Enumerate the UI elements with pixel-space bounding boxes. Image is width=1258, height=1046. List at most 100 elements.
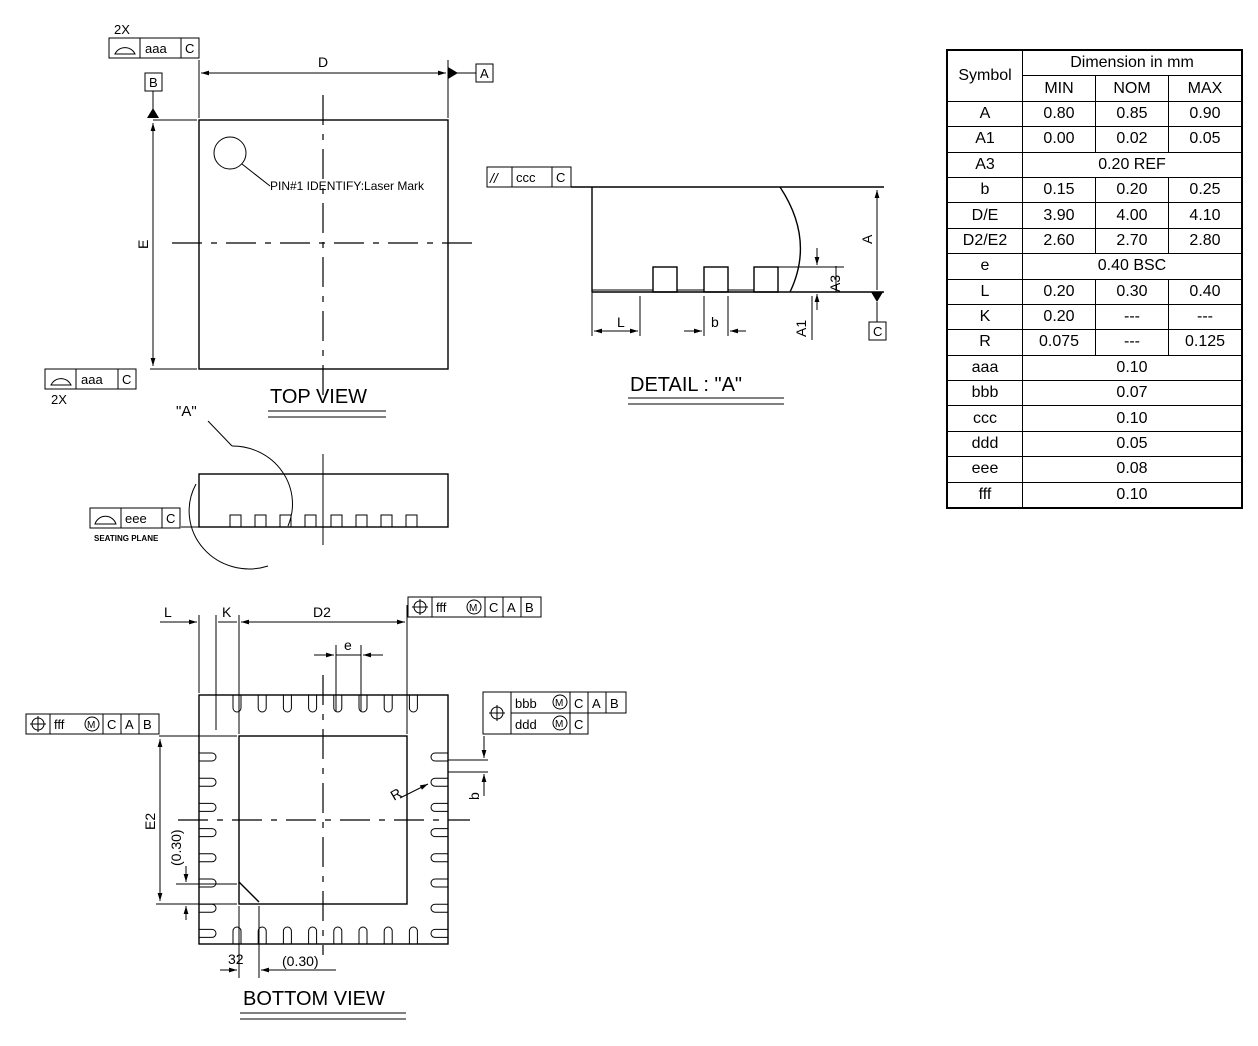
table-value-cell: 0.20 — [1022, 278, 1096, 305]
terminal-pad — [232, 695, 242, 713]
table-symbol-cell: ddd — [946, 430, 1023, 458]
side-view: "A" eee C SEATING PLANE — [89, 403, 449, 570]
svg-text://: // — [489, 170, 500, 186]
table-symbol-header: Symbol — [946, 49, 1023, 102]
table-symbol-cell: e — [946, 253, 1023, 280]
table-value-cell: 2.60 — [1022, 227, 1096, 255]
terminal-pad — [199, 752, 217, 762]
svg-text:C: C — [107, 717, 116, 732]
terminal-pad — [430, 802, 448, 812]
svg-text:C: C — [574, 717, 583, 732]
table-value-cell: 0.07 — [1022, 380, 1243, 407]
terminal-pad — [282, 926, 292, 944]
terminal-pad — [408, 926, 418, 944]
svg-text:A: A — [507, 600, 516, 615]
table-col-nom: NOM — [1095, 75, 1169, 102]
table-value-cell: 0.30 — [1095, 278, 1169, 305]
table-value-cell: --- — [1095, 303, 1169, 331]
fcf-fff-top: fff M C A B — [407, 596, 542, 618]
terminal-pad — [430, 878, 448, 888]
terminal-pad — [383, 926, 393, 944]
terminal-pad — [257, 926, 267, 944]
dim-e-label: E — [135, 240, 151, 249]
table-value-cell: 3.90 — [1022, 202, 1096, 229]
svg-text:fff: fff — [54, 717, 65, 732]
bottom-view-pads — [199, 695, 448, 944]
table-value-cell: 0.05 — [1022, 430, 1243, 458]
terminal-pad — [232, 926, 242, 944]
table-value-cell: 2.80 — [1168, 227, 1243, 255]
terminal-pad — [430, 928, 448, 938]
table-value-cell: 0.20 — [1022, 303, 1096, 331]
datum-a-flag: A — [480, 66, 489, 81]
dim-e2-label: E2 — [142, 813, 158, 830]
table-value-cell: 0.02 — [1095, 126, 1169, 153]
table-value-cell: 0.125 — [1168, 329, 1243, 356]
terminal-pad — [430, 903, 448, 913]
svg-text:M: M — [555, 698, 563, 709]
svg-text:C: C — [185, 41, 194, 56]
table-value-cell: 0.05 — [1168, 126, 1243, 153]
svg-text:M: M — [555, 719, 563, 730]
terminal-pad — [257, 695, 267, 713]
bottom-view: L K D2 e fff M C A B — [25, 596, 627, 1020]
terminal-pad — [308, 926, 318, 944]
terminal-pad — [430, 853, 448, 863]
table-symbol-cell: R — [946, 329, 1023, 356]
pin1-label: PIN#1 IDENTIFY:Laser Mark — [270, 179, 425, 193]
table-col-max: MAX — [1168, 75, 1243, 102]
terminal-pad — [199, 878, 217, 888]
count-2x-bottom: 2X — [51, 392, 67, 407]
fcf-eee: eee C — [89, 507, 181, 529]
seating-plane-label: SEATING PLANE — [94, 534, 159, 543]
table-value-cell: 0.15 — [1022, 176, 1096, 204]
terminal-pad — [199, 802, 217, 812]
terminal-pad — [408, 695, 418, 713]
terminal-pad — [199, 777, 217, 787]
svg-text:aaa: aaa — [81, 372, 103, 387]
bottom-view-title: BOTTOM VIEW — [243, 988, 385, 1010]
table-value-cell: 4.00 — [1095, 202, 1169, 229]
svg-text:B: B — [610, 696, 619, 711]
top-view: PIN#1 IDENTIFY:Laser Mark D A B E 2X aaa… — [44, 22, 494, 418]
table-symbol-cell: fff — [946, 481, 1023, 509]
dim-r-label: R — [388, 785, 405, 804]
table-value-cell: --- — [1168, 303, 1243, 331]
detail-view-title: DETAIL : "A" — [630, 374, 742, 396]
detail-leads — [652, 266, 779, 293]
terminal-pad — [333, 695, 343, 713]
dim-a1-label: A1 — [793, 320, 809, 337]
fcf-fff-left: fff M C A B — [25, 713, 160, 735]
dim-l-bottom: L — [164, 604, 172, 620]
dim-l-label: L — [617, 314, 625, 330]
terminal-pad — [199, 828, 217, 838]
table-value-cell: 0.10 — [1022, 405, 1243, 432]
table-symbol-cell: A — [946, 100, 1023, 128]
table-value-cell: 0.90 — [1168, 100, 1243, 128]
terminal-pad — [199, 903, 217, 913]
top-view-title: TOP VIEW — [270, 386, 367, 408]
dim-k-label: K — [222, 604, 232, 620]
detail-view: // ccc C A A3 A1 C — [486, 166, 887, 405]
pin1-mark — [213, 136, 247, 170]
dim-b-label: b — [711, 314, 719, 330]
terminal-pad — [282, 695, 292, 713]
datum-c-flag: C — [873, 324, 882, 339]
table-value-cell: 2.70 — [1095, 227, 1169, 255]
datum-b-flag: B — [149, 75, 158, 90]
svg-text:C: C — [574, 696, 583, 711]
table-symbol-cell: b — [946, 176, 1023, 204]
table-value-cell: 0.10 — [1022, 481, 1243, 509]
fcf-bbb-ddd: bbb M C A B ddd M C — [482, 691, 627, 735]
svg-text:M: M — [469, 603, 477, 614]
ref-030-vertical: (0.30) — [168, 829, 184, 866]
dim-a-label: A — [859, 234, 875, 244]
table-col-min: MIN — [1022, 75, 1096, 102]
table-symbol-cell: A3 — [946, 151, 1023, 178]
